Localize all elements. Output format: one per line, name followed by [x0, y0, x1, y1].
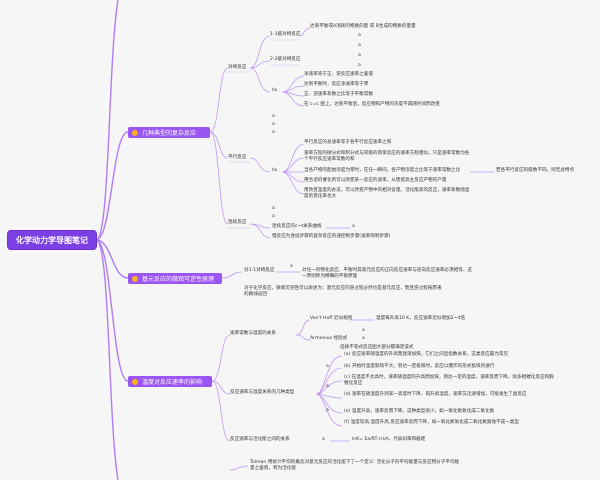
connector-t4 [229, 465, 249, 471]
main-topic-temperature-effect[interactable]: 温度对反应速率的影响 [128, 376, 212, 387]
connector-root-t1 [95, 131, 129, 241]
node-bullet[interactable]: a [326, 408, 329, 413]
node-type-c[interactable]: (c) 在温度不太高时，速率随温度的升高而加快，到达一定的温度，速率反而下降。如… [344, 375, 554, 387]
node-bullet[interactable]: a [290, 264, 293, 269]
connector-root-t2 [95, 239, 129, 279]
node-type-e[interactable]: (e) 温度升高，速率反而下降。这种类型很少，如一氧化氮氧化成二氧化氮 [344, 409, 495, 414]
node-vant-hoff[interactable]: Van't Hoff 近似规则 [310, 316, 353, 321]
connector-opposing-11 [249, 35, 271, 69]
node-opposing-item[interactable]: 达到平衡时，反应净速率等于零 [304, 82, 369, 87]
node-parallel-item[interactable]: 用合适的催化剂可以改变某一反应的速率，从而提高主反应产物的产量 [304, 178, 447, 183]
node-parallel-note[interactable]: 若各平行反应的级数不同，则无此特点 [496, 168, 575, 173]
node-parallel-item[interactable]: 平行反应的总速率等于各平行反应速率之和 [304, 140, 392, 145]
node-bullet[interactable]: a [362, 336, 365, 341]
connector-parallel-hs [249, 157, 271, 173]
connector-t1-opposing [209, 67, 229, 133]
connector-hs2-items [281, 143, 305, 195]
connector-t1-parallel [209, 131, 229, 159]
node-bullet[interactable]: a [272, 206, 275, 211]
node-opposing-22[interactable]: 2-2级对峙反应 [270, 57, 301, 62]
node-bullet[interactable]: a [272, 122, 275, 127]
node-bullet[interactable]: a [272, 114, 275, 119]
connector-11-text [299, 27, 311, 37]
main-topic-label: 几种典型的复杂反应 [142, 130, 197, 137]
connector-hs-items [281, 75, 305, 107]
node-bullet[interactable]: a [326, 364, 329, 369]
node-bullet[interactable]: a [272, 130, 275, 135]
node-parallel-item[interactable]: 当各产物的起始浓度为零时，在任一瞬间，各产物浓度之比等于速率常数之比 [304, 168, 461, 173]
connector-consecutive-items [249, 223, 271, 239]
node-parallel-item[interactable]: 速率方程的微分式和积分式与同级的简单反应的速率方程相似，只是速率常数为各个平行反… [304, 151, 470, 163]
connector-temp-vant [295, 319, 311, 336]
main-topic-microscopic-reversibility[interactable]: 基元反应的微观可逆性原理 [128, 273, 222, 284]
node-parallel-item[interactable]: 用改变温度的办法，可以改变产物中的相对含量。活化能高的反应，速率系数随温度的变化… [304, 188, 470, 200]
node-opposing-hs[interactable]: hs [272, 88, 278, 93]
node-consecutive-tail[interactable]: a [352, 224, 355, 229]
node-t3-ea[interactable]: 反应速率与活化能之间的关系 [230, 437, 290, 442]
node-opposing[interactable]: 对峙反应 [228, 65, 247, 70]
node-opposing-11[interactable]: 1-1级对峙反应 [270, 32, 301, 37]
node-bullet[interactable]: a [358, 63, 361, 68]
connector-opposing-hs [249, 67, 271, 93]
node-opposing-item[interactable]: 净速率等于正、逆反应速率之差值 [304, 72, 373, 77]
connector-types-items [315, 355, 343, 427]
node-parallel[interactable]: 平行反应 [228, 155, 247, 160]
node-bullet[interactable]: a [272, 214, 275, 219]
node-type-b[interactable]: (b) 开始时温度影响不大，到达一定极限时，反应以爆炸的形式极快的进行 [344, 364, 495, 369]
topic-marker-icon [132, 378, 138, 385]
node-type-a[interactable]: (a) 反应速率随温度的升高而逐渐加快，它们之间呈指数关系，这类反应最为常见 [344, 352, 509, 357]
node-bullet[interactable]: a [358, 33, 361, 38]
topic-marker-icon [132, 275, 138, 282]
topic-marker-icon [132, 129, 138, 136]
connector-root-trunk-bottom [95, 239, 119, 480]
node-consecutive[interactable]: 连续反应 [228, 220, 247, 225]
node-consecutive-line2[interactable]: 慢反应为连续步骤的复杂反应的速控制步骤(速率限制步骤) [272, 234, 391, 239]
node-types-intro[interactable]: 选择不等式反应图大部分都满足该式 [340, 345, 414, 350]
node-opposing-11-text[interactable]: 达到平衡或A消耗的物质的量 或 B生成的物质的量量 [310, 24, 416, 29]
connector-temp-arr [295, 334, 311, 341]
connector-t3-ea [211, 380, 231, 442]
connector-t3-temp [211, 334, 231, 382]
connector-t3-types [211, 380, 231, 395]
node-bullet[interactable]: a [358, 43, 361, 48]
connector-root-trunk [95, 0, 119, 241]
node-parallel-hs[interactable]: hs [272, 168, 278, 173]
node-consecutive-line1[interactable]: 连续反应的c~t关系曲线 [272, 224, 322, 229]
node-bullet[interactable]: a [322, 437, 325, 442]
node-ea-text[interactable]: lnK= Ea/RT+lnA，代表斜率和截距 [352, 437, 426, 442]
node-type-f[interactable]: (f) 温度较高,温度升高,反应速率反而下降，如一氧化氮氧化成二氧化氮腐蚀不成一… [344, 420, 519, 425]
connector-t2-sub [221, 271, 243, 279]
node-arrhenius[interactable]: Arrhenius 经验式 [310, 336, 348, 341]
main-topic-complex-reactions[interactable]: 几种典型的复杂反应 [128, 127, 210, 138]
connector-t1-consecutive [209, 131, 229, 225]
main-topic-label: 基元反应的微观可逆性原理 [142, 276, 215, 283]
main-topic-label: 温度对反应速率的影响 [142, 379, 203, 386]
node-bullet[interactable]: a [326, 384, 329, 389]
node-t4-text[interactable]: Tolman 用统计平均的概念对基元反应的活化能下了一个定义: 活化分子的平均能… [250, 460, 460, 472]
node-bullet[interactable]: a [358, 53, 361, 58]
root-topic[interactable]: 化学动力学导图笔记 [8, 231, 96, 249]
connector-opposing-22 [249, 60, 271, 69]
node-opposing-item[interactable]: 在 c=c 图上，达到平衡后，反应物和产物的浓度不再随时间而改变 [304, 102, 440, 107]
node-t3-temp[interactable]: 速率常数与温度的关系 [230, 331, 276, 336]
node-t2-text2[interactable]: 对于化学反应，微观可逆性可以表述为：基元反应的逆过程必然也是基元反应，而且逆过程… [244, 286, 442, 298]
node-vant-hoff-text[interactable]: 温度每升高10 K，反应速率近似增加2~4倍 [376, 316, 465, 321]
node-type-d[interactable]: (d) 速率在随温度升到某一高度时下降，再升高温度，速率又迅速增加，可能发生了副… [344, 392, 527, 397]
node-opposing-item[interactable]: 正、逆速率系数之比等于平衡常数 [304, 92, 373, 97]
connector-root-t3 [95, 239, 129, 382]
node-t3-types[interactable]: 反应速率与温度关系的几种类型 [230, 390, 295, 395]
node-t2-text[interactable]: 对任一的物化反应，平衡时其基元反应的正向反应速率与逆向反应速率必须相等，这一原则… [302, 268, 472, 280]
node-t2-sub[interactable]: 对1-1对峙反应 [244, 268, 275, 273]
node-bullet[interactable]: a [362, 328, 365, 333]
